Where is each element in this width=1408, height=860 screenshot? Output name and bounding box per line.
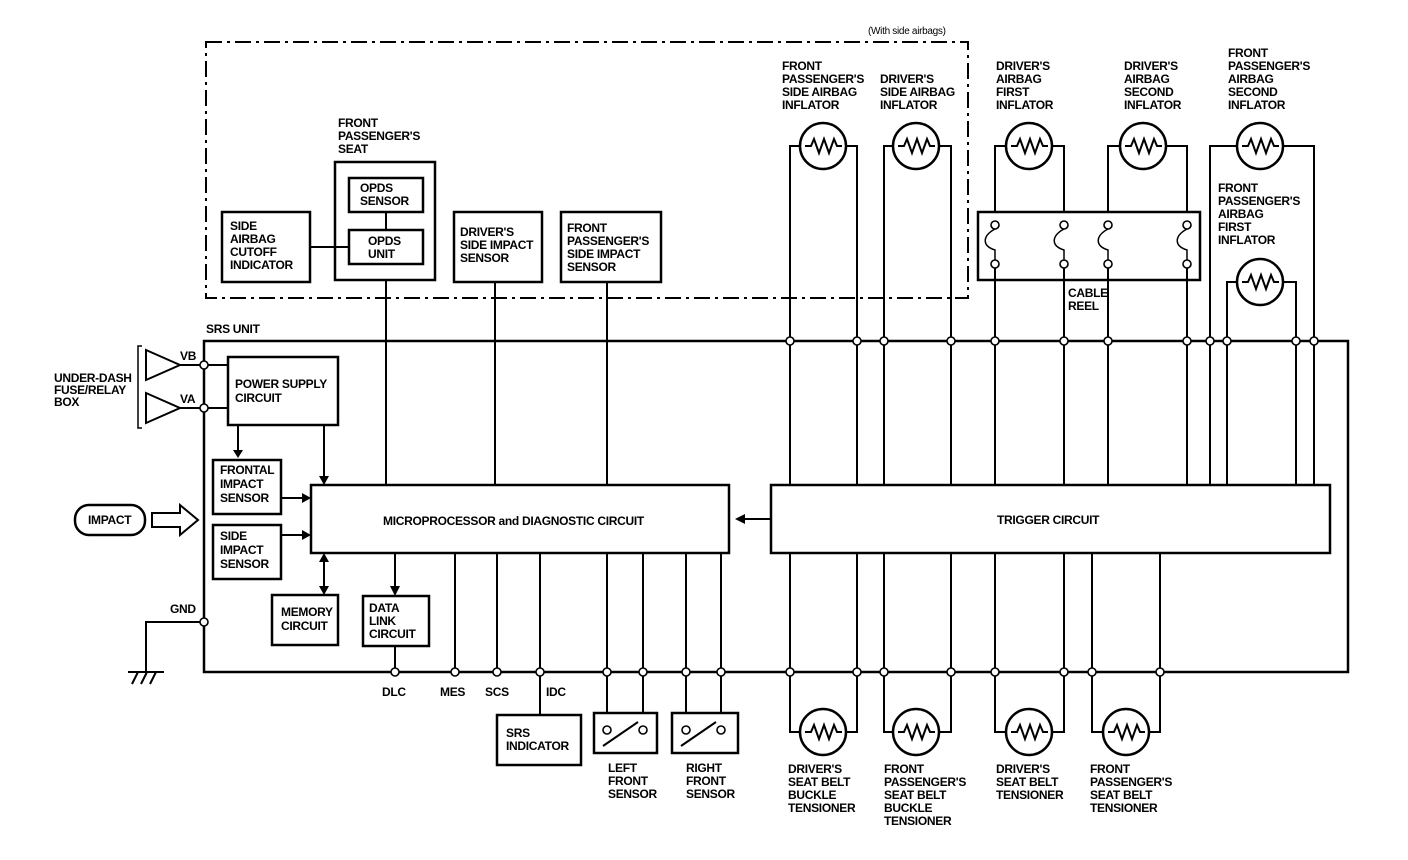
trigger-top-wires xyxy=(789,341,1315,485)
power-supply-box xyxy=(226,355,340,427)
cable-reel-label: CABLE REEL xyxy=(1068,286,1111,313)
resistor-icon xyxy=(898,136,935,156)
cutoff-indicator-label: SIDE AIRBAG CUTOFF INDICATOR xyxy=(230,219,293,272)
micro-bottom-wires xyxy=(394,553,722,730)
mes-label: MES xyxy=(440,685,465,699)
fp-second-inflator: FRONT PASSENGER'S AIRBAG SECOND INFLATOR xyxy=(1209,46,1315,341)
driver-second-inflator: DRIVER'S AIRBAG SECOND INFLATOR xyxy=(1107,59,1188,212)
gnd-wire xyxy=(145,621,204,672)
opds-sensor-label: OPDS SENSOR xyxy=(360,181,410,208)
data-link-circuit-label: DATA LINK CIRCUIT xyxy=(369,601,417,641)
scs-label: SCS xyxy=(485,685,509,699)
srs-unit-outline xyxy=(202,339,1350,674)
driver-seatbelt-tensioner: DRIVER'S SEAT BELT TENSIONER xyxy=(994,672,1065,802)
fp-side-inflator: FRONT PASSENGER'S SIDE AIRBAG INFLATOR xyxy=(782,59,867,341)
side-impact-sensor-label: SIDE IMPACT SENSOR xyxy=(220,529,270,571)
svg-text:DRIVER'S AIRBAG SE: DRIVER'S AIRBAG SECOND INFLATOR xyxy=(1124,59,1182,112)
arrow-icon xyxy=(319,553,329,562)
srs-indicator-box xyxy=(495,713,583,767)
fp-first-inflator: FRONT PASSENGER'S AIRBAG FIRST INFLATOR xyxy=(1218,181,1303,341)
resistor-icon xyxy=(898,722,935,742)
switch-icon xyxy=(602,721,648,747)
resistor-icon xyxy=(1125,136,1162,156)
trigger-circuit-box xyxy=(769,483,1332,555)
svg-text:FRONT PASSENGER'S: FRONT PASSENGER'S SEAT BELT BUCKLE TENSI… xyxy=(884,762,969,828)
resistor-icon xyxy=(805,722,842,742)
cutoff-indicator-box xyxy=(220,210,312,284)
fp-buckle-tensioner: FRONT PASSENGER'S SEAT BELT BUCKLE TENSI… xyxy=(883,672,969,828)
arrow-icon xyxy=(390,586,400,596)
arrow-icon xyxy=(319,476,329,485)
arrow-icon xyxy=(302,493,311,503)
left-front-sensor-label: LEFT FRONT SENSOR xyxy=(608,761,658,801)
dlc-label: DLC xyxy=(382,685,406,699)
frontal-impact-sensor-box xyxy=(211,458,283,516)
ground-icon xyxy=(128,671,164,685)
gnd-label: GND xyxy=(170,602,196,616)
resistor-icon xyxy=(1011,136,1048,156)
cable-reel-box xyxy=(976,210,1202,282)
fp-side-impact-sensor-box xyxy=(559,210,663,284)
va-label: VA xyxy=(180,392,196,406)
impact-arrow-icon xyxy=(151,502,200,538)
microprocessor-box xyxy=(309,483,731,555)
arrow-icon xyxy=(302,530,311,540)
side-airbag-boundary xyxy=(205,41,969,299)
right-front-sensor-label: RIGHT FRONT SENSOR xyxy=(686,761,736,801)
driver-side-impact-sensor-box xyxy=(452,210,544,284)
front-passenger-seat-label: FRONT PASSENGER'S SEAT xyxy=(338,116,423,156)
fuse-box-bracket xyxy=(137,345,142,429)
svg-text:FRONT PASSENGER'S: FRONT PASSENGER'S SEAT BELT TENSIONER xyxy=(1090,762,1175,815)
svg-text:DRIVER'S AIRBAG FI: DRIVER'S AIRBAG FIRST INFLATOR xyxy=(996,59,1054,112)
svg-text:FRONT PASSENGER'S: FRONT PASSENGER'S AIRBAG SECOND INFLATOR xyxy=(1228,46,1313,112)
trigger-bottom-wires xyxy=(789,553,1161,672)
svg-text:DRIVER'S SIDE AIRBAG: DRIVER'S SIDE AIRBAG INFLATOR xyxy=(880,72,958,112)
srs-unit-label: SRS UNIT xyxy=(206,322,261,336)
resistor-icon xyxy=(1242,272,1279,292)
idc-label: IDC xyxy=(546,685,566,699)
connector-nodes xyxy=(199,336,1319,677)
side-impact-sensor-box xyxy=(211,523,283,581)
vb-label: VB xyxy=(180,349,197,363)
resistor-icon xyxy=(1108,722,1145,742)
memory-circuit-label: MEMORY CIRCUIT xyxy=(281,605,336,633)
srs-indicator-label: SRS INDICATOR xyxy=(506,726,569,753)
driver-buckle-tensioner: DRIVER'S SEAT BELT BUCKLE TENSIONER xyxy=(788,672,858,815)
right-front-sensor-box xyxy=(670,711,740,755)
side-airbags-note: (With side airbags) xyxy=(868,26,946,37)
opds-unit-box xyxy=(347,228,425,266)
fp-seatbelt-tensioner: FRONT PASSENGER'S SEAT BELT TENSIONER xyxy=(1090,672,1175,815)
driver-side-impact-sensor-label: DRIVER'S SIDE IMPACT SENSOR xyxy=(460,225,536,265)
arrow-icon xyxy=(735,514,745,524)
svg-text:DRIVER'S SEAT BELT: DRIVER'S SEAT BELT BUCKLE TENSIONER xyxy=(788,762,856,815)
fp-side-impact-sensor-label: FRONT PASSENGER'S SIDE IMPACT SENSOR xyxy=(567,221,652,274)
data-link-circuit-box xyxy=(361,594,431,648)
under-dash-label: UNDER-DASH FUSE/RELAY BOX xyxy=(54,371,135,409)
driver-side-inflator: DRIVER'S SIDE AIRBAG INFLATOR xyxy=(880,72,958,341)
resistor-icon xyxy=(1242,136,1279,156)
vb-connector-icon xyxy=(145,348,183,382)
arrow-icon xyxy=(233,450,243,458)
microprocessor-label: MICROPROCESSOR and DIAGNOSTIC CIRCUIT xyxy=(383,514,645,528)
svg-text:FRONT PASSENGER'S: FRONT PASSENGER'S SIDE AIRBAG INFLATOR xyxy=(782,59,867,112)
trigger-circuit-label: TRIGGER CIRCUIT xyxy=(997,513,1100,527)
impact-label: IMPACT xyxy=(88,513,132,527)
svg-text:FRONT PASSENGER'S: FRONT PASSENGER'S AIRBAG FIRST INFLATOR xyxy=(1218,181,1303,247)
frontal-impact-sensor-label: FRONTAL IMPACT SENSOR xyxy=(220,463,277,505)
svg-text:DRIVER'S SEAT BELT: DRIVER'S SEAT BELT TENSIONER xyxy=(996,762,1064,802)
arrow-icon xyxy=(319,586,329,595)
impact-box xyxy=(73,503,147,537)
opds-unit-label: OPDS UNIT xyxy=(368,234,404,261)
switch-icon xyxy=(680,721,726,747)
resistor-icon xyxy=(1011,722,1048,742)
memory-circuit-box xyxy=(270,593,340,647)
resistor-icon xyxy=(805,136,842,156)
va-connector-icon xyxy=(145,391,183,425)
power-supply-label: POWER SUPPLY CIRCUIT xyxy=(235,377,330,405)
driver-first-inflator: DRIVER'S AIRBAG FIRST INFLATOR xyxy=(994,59,1065,212)
